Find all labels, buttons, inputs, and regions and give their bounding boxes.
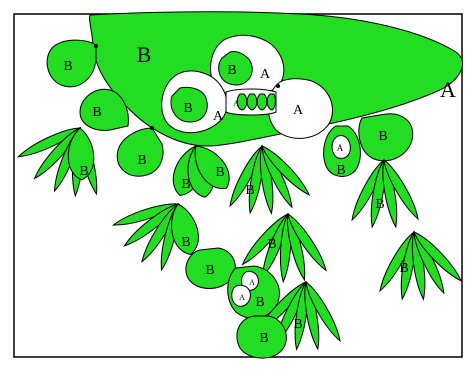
label-hole-a: A [260, 67, 271, 82]
dot [150, 126, 154, 130]
label-lobe-b: B [137, 153, 146, 168]
label-lobe-b: B [375, 197, 384, 212]
label-hole-a: A [249, 278, 255, 287]
label-lobe-b: B [181, 177, 190, 192]
label-hole-a: A [233, 99, 239, 108]
label-lobe-b: B [259, 331, 268, 346]
label-lobe-b: B [63, 59, 72, 74]
label-hole-a: A [293, 103, 304, 118]
label-lobe-b: B [183, 101, 192, 116]
label-lobe-b: B [227, 63, 236, 78]
label-hole-a: A [239, 293, 245, 302]
fan-center-left [168, 138, 237, 199]
label-lobe-b: B [92, 105, 101, 120]
dot [276, 84, 280, 88]
dot [94, 44, 98, 48]
fan-far-right [376, 229, 465, 300]
label-lobe-b: B [399, 261, 408, 276]
fan-right [348, 158, 422, 228]
scallop-4 [267, 94, 275, 110]
fan-left [16, 124, 101, 197]
label-lobe-b: B [378, 129, 387, 144]
scallop-3 [257, 94, 267, 110]
label-lobe-b: B [181, 235, 190, 250]
fan-center [226, 143, 313, 214]
label-lobe-b: B [215, 165, 224, 180]
scallop-2 [247, 94, 257, 110]
label-main-b: B [137, 42, 152, 67]
label-lobe-b: B [293, 317, 302, 332]
label-outer-a: A [440, 77, 456, 102]
label-lobe-b: B [255, 295, 264, 310]
label-lobe-b: B [245, 183, 254, 198]
label-lobe-b: B [336, 163, 345, 178]
label-lobe-b: B [79, 164, 88, 179]
label-hole-a: A [337, 143, 344, 153]
label-lobe-b: B [205, 263, 214, 278]
label-lobe-b: B [267, 237, 276, 252]
label-hole-a: A [213, 109, 224, 124]
